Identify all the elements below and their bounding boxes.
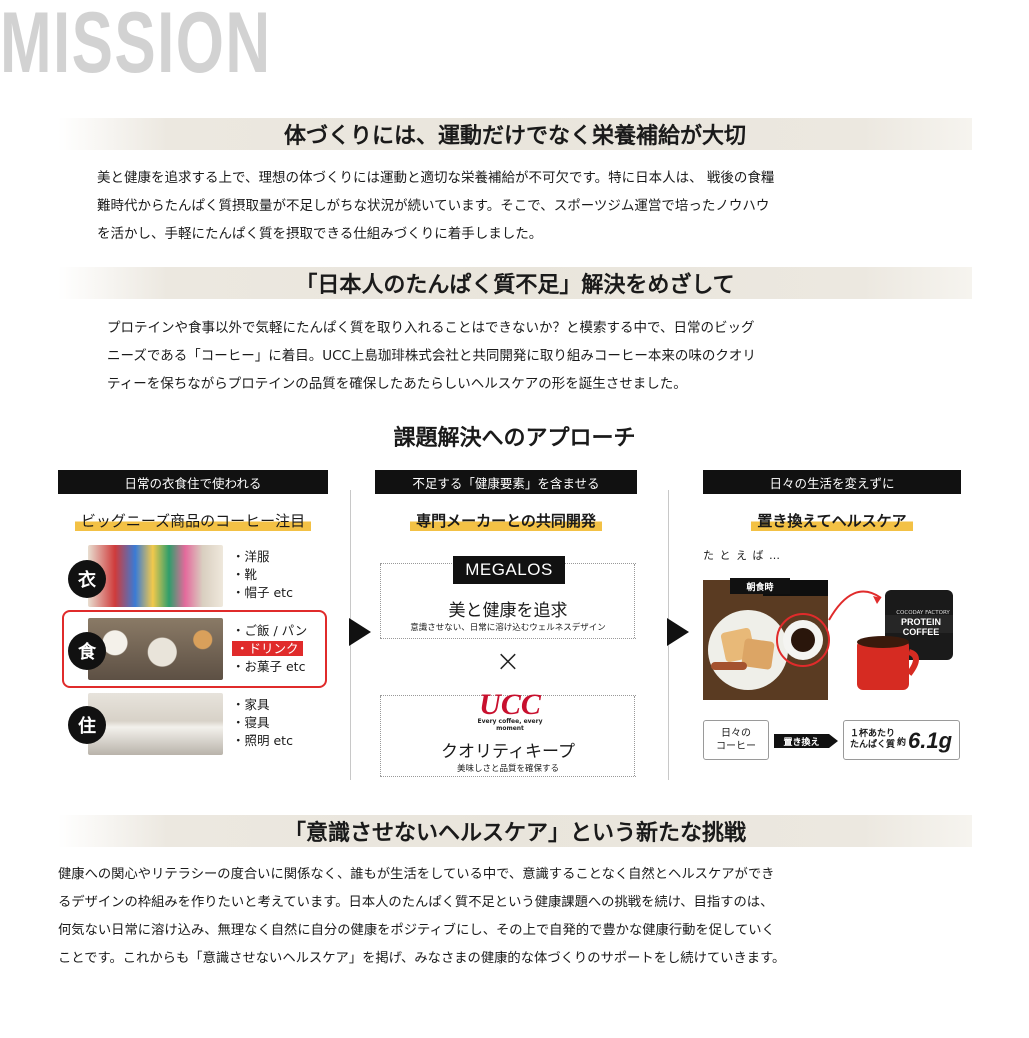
col3-sub: 置き換えてヘルスケア: [703, 509, 961, 531]
approx-label: 約: [897, 737, 907, 748]
kanji-badge-home: 住: [68, 706, 106, 744]
section2-line: ニーズである「コーヒー」に着目。UCC上島珈琲株式会社と共同開発に取り組みコーヒ…: [107, 348, 756, 364]
food-highlight-frame: [62, 610, 327, 688]
col1-head: 日常の衣食住で使われる: [58, 470, 328, 494]
section1-line: を活かし、手軽にたんぱく質を摂取できる仕組みづくりに着手しました。: [97, 226, 543, 242]
section3-body: 健康への関心やリテラシーの度合いに関係なく、誰もが生活をしている中で、意識するこ…: [58, 861, 785, 973]
section3-heading-banner: 「意識させないヘルスケア」という新たな挑戦: [58, 815, 972, 847]
list-item: ・ご飯 / パン: [232, 623, 308, 638]
section3-line: るデザインの枠組みを作りたいと考えています。日本人のたんぱく質不足という健康課題…: [58, 895, 774, 910]
col3-sub-text: 置き換えてヘルスケア: [751, 509, 913, 531]
drink-highlight: ・ドリンク: [232, 641, 303, 656]
breakfast-illustration: [703, 580, 953, 700]
megalos-desc: 意識させない、日常に溶け込むウェルネスデザイン: [410, 623, 606, 633]
col2-sub-text: 専門メーカーとの共同開発: [410, 509, 602, 531]
home-items: ・家具 ・寝具 ・照明 etc: [232, 696, 293, 750]
breakfast-chip: 朝食時: [730, 578, 790, 594]
ucc-box: [380, 695, 636, 777]
col3-head: 日々の生活を変えずに: [703, 470, 961, 494]
list-item: ・靴: [232, 567, 258, 582]
food-photo: [88, 618, 223, 680]
cross-icon: ×: [495, 644, 521, 679]
section3-line: ことです。これからも「意識させないヘルスケア」を掲げ、みなさまの健康的な体づくり…: [58, 951, 786, 966]
section3-line: 何気ない日常に溶け込み、無理なく自然に自分の健康をポジティブにし、その上で自発的…: [58, 923, 775, 938]
megalos-logo: MEGALOS: [453, 556, 565, 584]
example-label: た と え ば …: [703, 549, 781, 562]
daily-coffee-box: 日々の コーヒー: [703, 720, 769, 760]
list-item: ・寝具: [232, 715, 270, 730]
clothing-photo: [88, 545, 223, 607]
daily-coffee-line: 日々の: [721, 728, 751, 739]
per-cup-label: １杯あたり たんぱく質: [850, 729, 895, 751]
food-items: ・ご飯 / パン ・ドリンク ・お菓子 etc: [232, 622, 307, 676]
section1-heading: 体づくりには、運動だけでなく栄養補給が大切: [283, 124, 746, 149]
replace-chip: 置き換え: [774, 734, 829, 748]
list-item: ・照明 etc: [232, 733, 293, 748]
clothing-items: ・洋服 ・靴 ・帽子 etc: [232, 548, 293, 602]
section3-line: 健康への関心やリテラシーの度合いに関係なく、誰もが生活をしている中で、意識するこ…: [58, 867, 775, 882]
list-item-highlight: ・ドリンク: [232, 640, 307, 658]
protein-amount: 6.1g: [908, 727, 953, 753]
section2-heading: 「日本人のたんぱく質不足」解決をめざして: [295, 273, 735, 298]
section2-line: プロテインや食事以外で気軽にたんぱく質を取り入れることはできないか？と模索する中…: [107, 320, 755, 336]
protein-amount-box: １杯あたり たんぱく質 約 6.1g: [843, 720, 960, 760]
ucc-title: クオリティキープ: [441, 742, 575, 762]
mission-title: MISSION: [0, 0, 272, 91]
arrow-right-icon: [349, 618, 371, 646]
col1-sub: ビッグニーズ商品のコーヒー注目: [58, 509, 328, 531]
product-brand: COCODAY FACTORY: [896, 610, 950, 616]
section1-heading-banner: 体づくりには、運動だけでなく栄養補給が大切: [58, 118, 972, 150]
list-item: ・家具: [232, 697, 270, 712]
section2-heading-banner: 「日本人のたんぱく質不足」解決をめざして: [58, 267, 972, 299]
kanji-badge-clothing: 衣: [68, 560, 106, 598]
arrow-right-icon: [667, 618, 689, 646]
list-item: ・洋服: [232, 549, 270, 564]
product-name: PROTEIN COFFEE: [900, 617, 941, 637]
replace-arrow-icon: [829, 734, 838, 748]
daily-coffee-line: コーヒー: [716, 741, 756, 752]
section1-line: 難時代からたんぱく質摂取量が不足しがちな状況が続いています。そこで、スポーツジム…: [97, 198, 770, 214]
section2-line: ティーを保ちながらプロテインの品質を確保したあたらしいヘルスケアの形を誕生させま…: [107, 376, 687, 392]
per-cup-line: １杯あたり: [850, 729, 896, 739]
col2-head: 不足する「健康要素」を含ませる: [375, 470, 637, 494]
list-item: ・お菓子 etc: [232, 659, 306, 674]
section3-heading: 「意識させないヘルスケア」という新たな挑戦: [283, 821, 746, 846]
ucc-desc: 美味しさと品質を確保する: [456, 764, 559, 774]
section1-line: 美と健康を追求する上で、理想の体づくりには運動と適切な栄養補給が不可欠です。特に…: [97, 170, 775, 186]
list-item: ・帽子 etc: [232, 585, 293, 600]
section2-body: プロテインや食事以外で気軽にたんぱく質を取り入れることはできないか？と模索する中…: [107, 314, 756, 398]
kanji-badge-food: 食: [68, 632, 106, 670]
home-photo: [88, 693, 223, 755]
approach-title: 課題解決へのアプローチ: [393, 426, 636, 451]
section1-body: 美と健康を追求する上で、理想の体づくりには運動と適切な栄養補給が不可欠です。特に…: [97, 164, 774, 248]
ucc-logo: UCC: [479, 688, 541, 721]
per-cup-line: たんぱく質: [850, 740, 896, 750]
col2-sub: 専門メーカーとの共同開発: [375, 509, 637, 531]
ucc-tagline: Every coffee, every moment: [477, 718, 543, 732]
col1-sub-text: ビッグニーズ商品のコーヒー注目: [74, 509, 312, 531]
breakfast-photo: [703, 580, 958, 700]
megalos-title: 美と健康を追求: [448, 601, 568, 621]
